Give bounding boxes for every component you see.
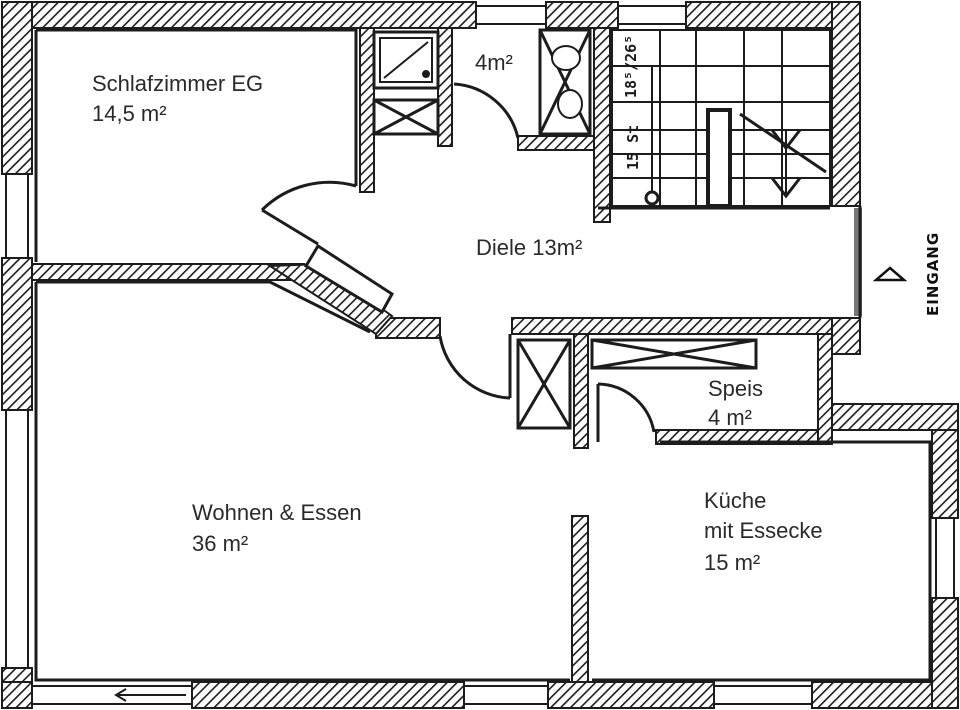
doors	[260, 82, 656, 442]
speis-name: Speis	[708, 376, 763, 401]
wall-entrance-step	[831, 317, 861, 355]
wc-area: 4m²	[475, 50, 513, 75]
entrance-threshold	[854, 208, 862, 316]
door-wc	[453, 82, 520, 139]
door-bedroom	[260, 180, 357, 212]
window-right-kitchen	[935, 517, 955, 599]
wohnen-name: Wohnen & Essen	[192, 500, 362, 525]
fixture-toilet	[551, 45, 583, 119]
wohnen-area: 36 m²	[192, 531, 248, 556]
window-bottom-2	[463, 685, 549, 705]
wall-bedroom-bottom	[31, 263, 305, 281]
door-living	[438, 335, 511, 400]
wall-left-mid	[1, 257, 33, 411]
door-kitchen	[597, 382, 656, 433]
wall-right-upper	[831, 1, 861, 207]
wall-diele-bottom	[511, 317, 833, 335]
entrance-triangle-icon	[872, 266, 908, 282]
schlafzimmer-area: 14,5 m²	[92, 101, 167, 126]
windows	[5, 5, 955, 705]
wall-left-upper	[1, 1, 33, 175]
wall-bottom-2	[191, 681, 465, 709]
wall-living-kitchen	[571, 515, 589, 683]
stair-ratio-label: 18⁵/26⁵	[622, 35, 640, 98]
room-outlines	[34, 28, 932, 682]
wall-stair-left	[593, 27, 611, 223]
kueche-area: 15 m²	[704, 550, 760, 575]
window-arrow	[114, 688, 186, 702]
wall-bottom-3	[547, 681, 715, 709]
wall-speis-left	[573, 333, 589, 449]
wall-bedroom-right	[359, 27, 375, 193]
window-left-bedroom	[5, 173, 29, 259]
wall-wc-left	[437, 27, 453, 147]
stair-newel	[706, 108, 732, 208]
schlafzimmer-name: Schlafzimmer EG	[92, 71, 263, 96]
stair-steps-label: 15 St	[624, 125, 642, 170]
fixture-shower	[379, 37, 433, 83]
diele-label: Diele 13m²	[476, 235, 582, 260]
window-bottom-3	[713, 685, 813, 705]
staircase	[611, 29, 831, 208]
speis-area: 4 m²	[708, 405, 752, 430]
wall-bottom-1	[1, 681, 33, 709]
wall-top-mid	[545, 1, 619, 29]
wall-top-left	[1, 1, 477, 29]
wall-speis-right	[817, 333, 833, 445]
entrance-label: EINGANG	[924, 232, 942, 316]
kueche-line1: Küche	[704, 488, 766, 513]
window-bottom-1	[31, 685, 193, 705]
window-left-living	[5, 409, 29, 669]
window-top-wc	[475, 5, 547, 25]
entrance-marker: EINGANG	[872, 216, 950, 316]
shaft-diagonal	[303, 243, 394, 315]
window-top-stair	[617, 5, 687, 25]
wall-right-lower-b	[931, 597, 959, 709]
kueche-line2: mit Essecke	[704, 518, 823, 543]
wall-entrance-corner	[831, 403, 959, 431]
wall-diagonal	[266, 262, 394, 336]
